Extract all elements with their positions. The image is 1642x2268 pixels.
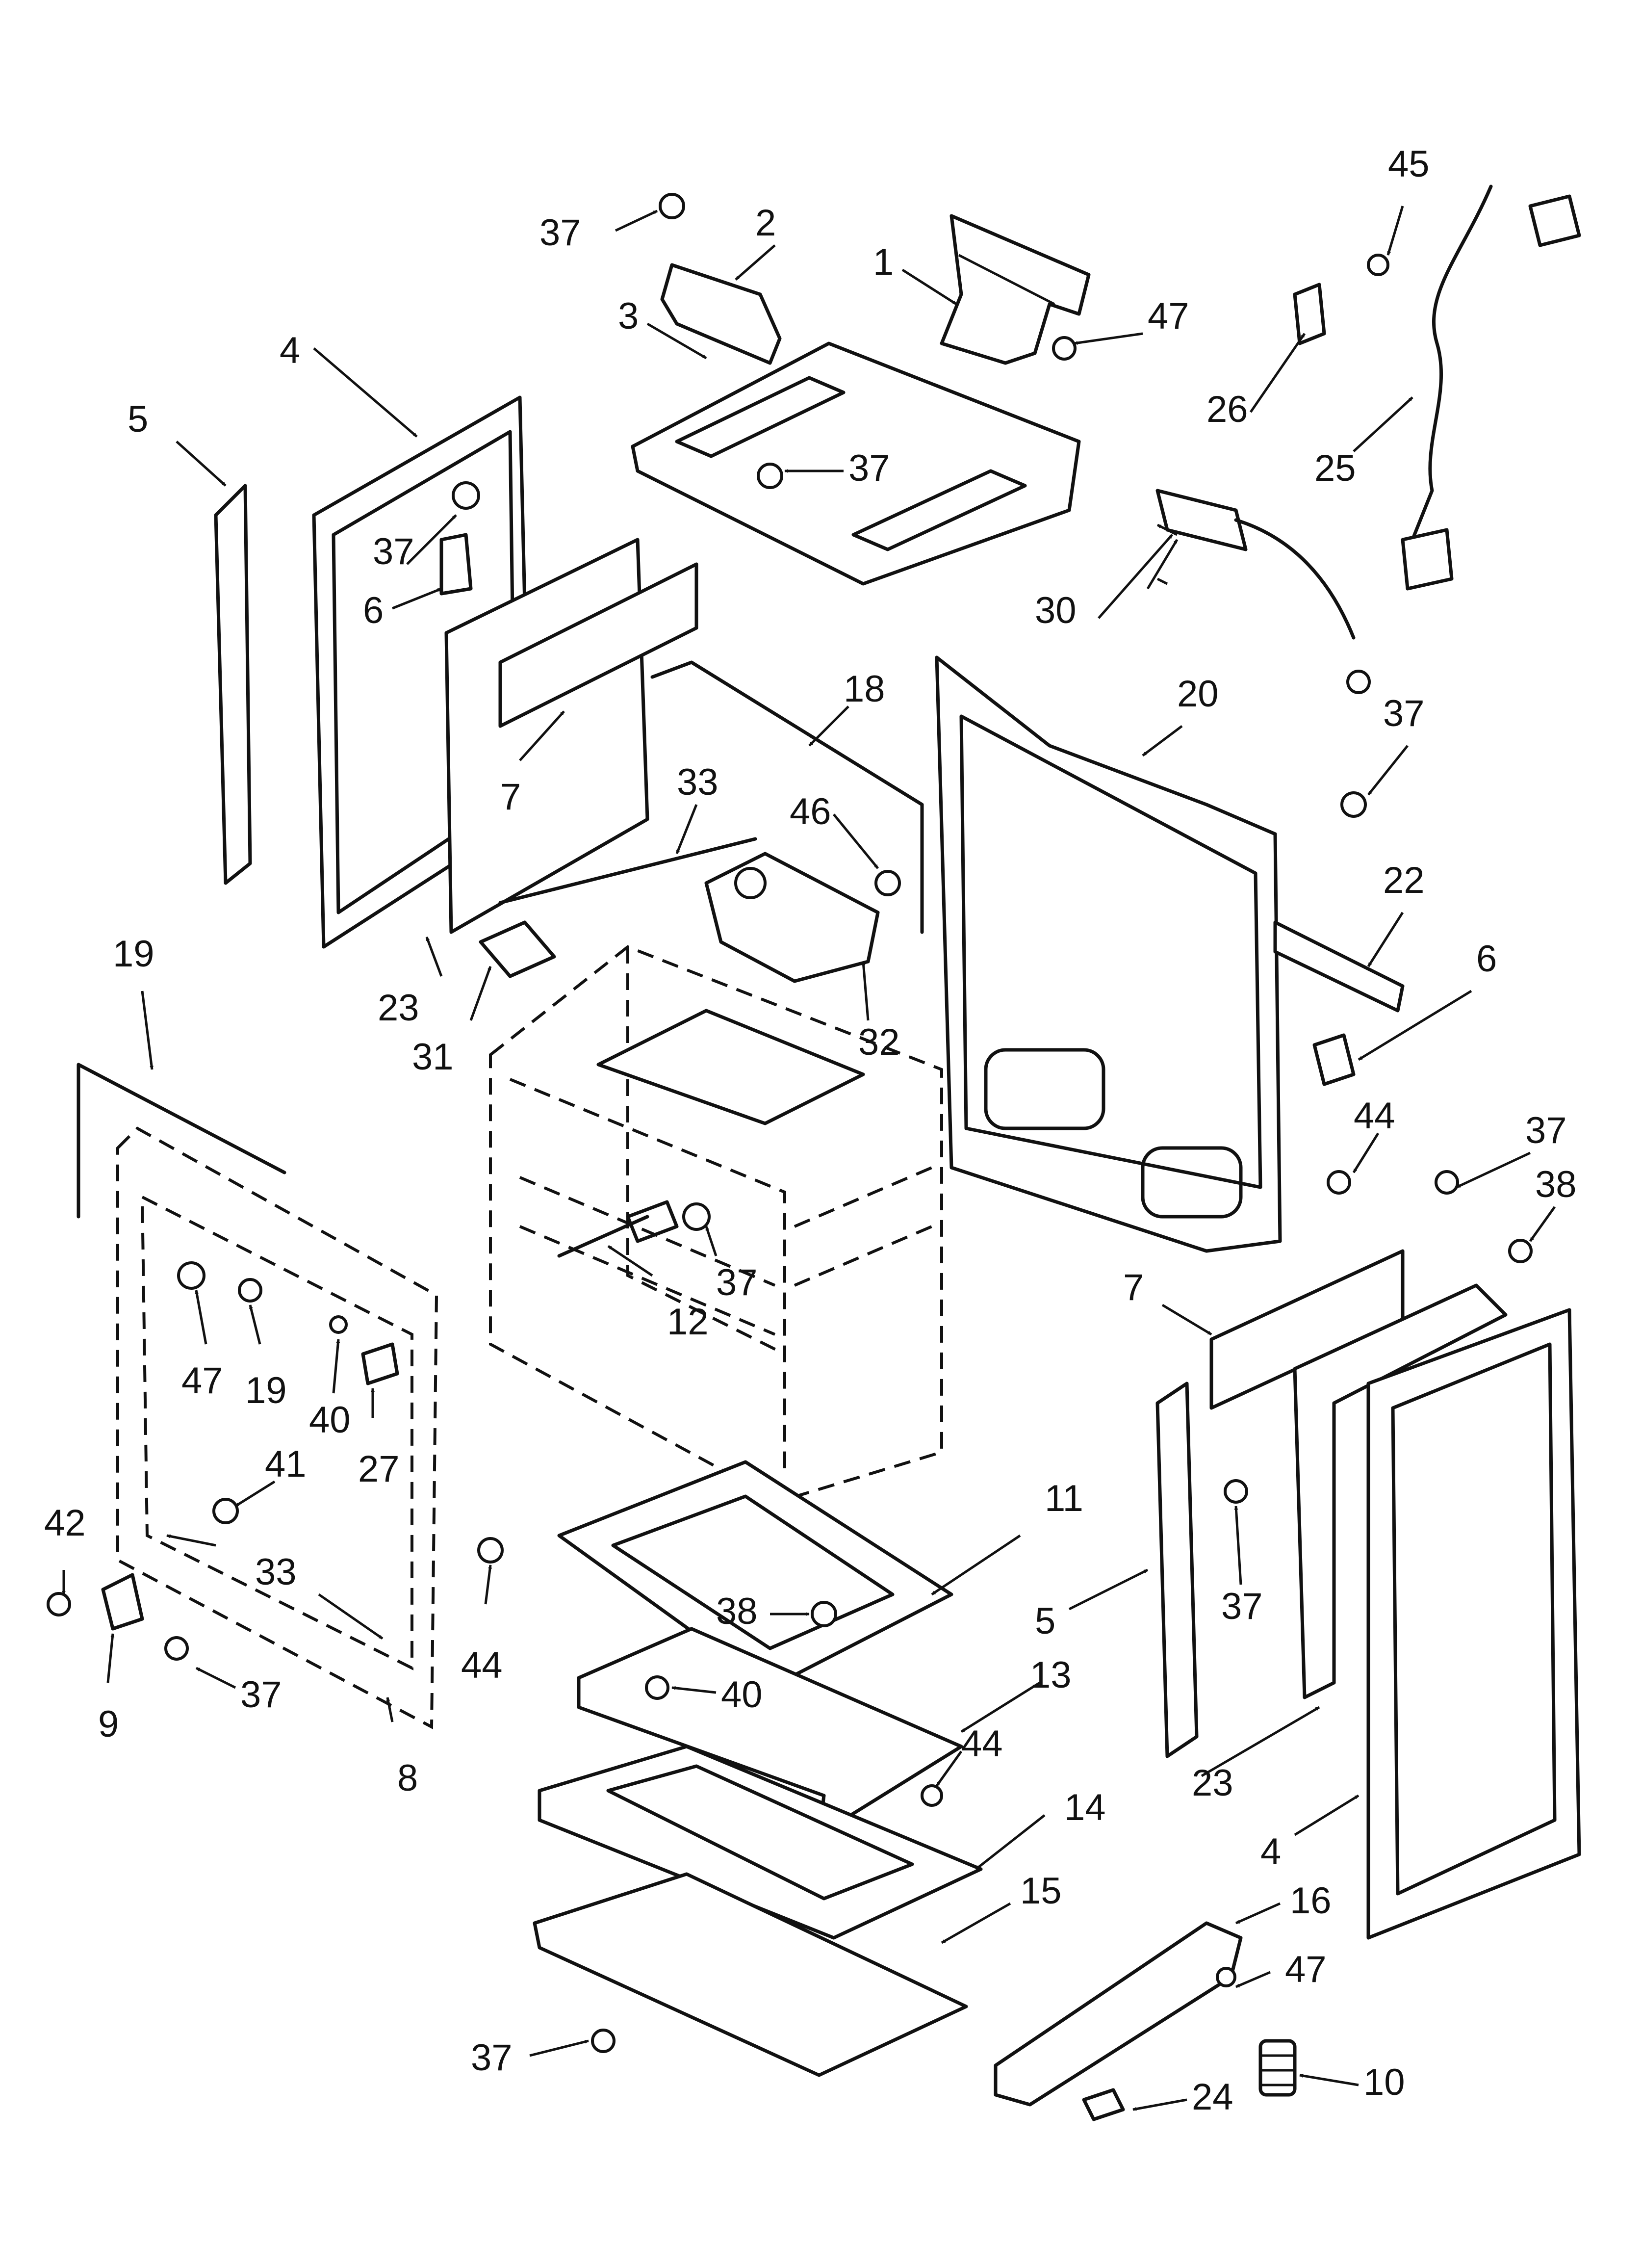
- callout-6: 6: [363, 590, 384, 631]
- part-top-panel: [631, 341, 1081, 586]
- part-clip: [479, 920, 556, 978]
- callout-28: 30: [1035, 590, 1077, 631]
- callout-24: 24: [1192, 2076, 1233, 2118]
- callout-4: 4: [1260, 1831, 1281, 1873]
- callout-26: 26: [1206, 389, 1248, 430]
- callout-44: 44: [461, 1644, 503, 1686]
- part-insulation-left: [444, 538, 698, 934]
- part-power-cord: [1401, 184, 1581, 591]
- callout-45: 47: [1148, 295, 1189, 337]
- part-rail-right: [1155, 1382, 1199, 1758]
- callout-40: 40: [309, 1399, 351, 1441]
- part-wire-harness: [1155, 489, 1371, 694]
- callout-4: 4: [280, 330, 300, 371]
- callout-37: 37: [471, 2037, 513, 2079]
- callout-46: 45: [1388, 143, 1430, 185]
- callout-8: 8: [397, 1757, 418, 1799]
- callout-13: 13: [1030, 1654, 1072, 1696]
- part-back-panel: [935, 655, 1282, 1253]
- part-bracket-6-left: [439, 533, 473, 596]
- callout-37: 37: [848, 447, 890, 489]
- part-door-assembly: [116, 1126, 438, 1729]
- part-bracket-6-right: [1312, 1033, 1356, 1086]
- callout-18: 18: [844, 668, 885, 710]
- callout-42: 42: [44, 1502, 86, 1544]
- callout-7: 7: [500, 776, 521, 818]
- callout-44: 44: [1354, 1095, 1395, 1137]
- callout-15: 15: [1020, 1870, 1062, 1912]
- part-sensor: [557, 1200, 679, 1258]
- callout-16: 16: [1290, 1880, 1332, 1922]
- part-vent-duct: [940, 214, 1091, 365]
- part-rod: [498, 837, 757, 905]
- callout-37: 37: [373, 531, 414, 573]
- callout-23: 23: [1192, 1762, 1233, 1804]
- callout-37: 37: [716, 1262, 758, 1303]
- callout-47: 46: [790, 791, 831, 833]
- callout-40: 40: [721, 1674, 763, 1716]
- part-rail-22: [1273, 920, 1405, 1013]
- callout-33: 33: [255, 1551, 297, 1593]
- callout-45: 47: [181, 1360, 223, 1402]
- callout-labels: 37 2 1 47 3 4 5 37 37 6 7 18 33 46 23 31…: [44, 143, 1577, 2118]
- callout-2: 2: [755, 202, 776, 244]
- callout-30: 31: [412, 1036, 454, 1078]
- callout-21: 19: [113, 933, 154, 975]
- callout-44: 44: [961, 1723, 1003, 1765]
- callout-45: 47: [1285, 1949, 1327, 1990]
- callout-19: 19: [245, 1370, 287, 1411]
- callout-22: 22: [1383, 860, 1425, 901]
- part-clip-24: [1082, 2088, 1125, 2121]
- callout-41: 41: [265, 1443, 307, 1485]
- callout-5: 5: [1035, 1600, 1055, 1642]
- callout-11: 11: [1045, 1478, 1083, 1519]
- part-rail-left: [214, 484, 252, 885]
- callout-38: 38: [716, 1590, 758, 1632]
- callout-37: 37: [1383, 693, 1425, 734]
- part-door-gasket: [77, 1063, 286, 1219]
- part-bottom-panel: [533, 1872, 968, 2077]
- callout-23: 23: [378, 987, 419, 1029]
- callout-37: 37: [1221, 1586, 1263, 1627]
- callout-3: 3: [618, 295, 639, 337]
- callout-1: 1: [873, 241, 894, 283]
- callout-31: 33: [677, 761, 718, 803]
- part-broiler-pan: [557, 1460, 953, 1690]
- part-bracket-2: [660, 263, 782, 365]
- callout-5: 5: [128, 398, 148, 440]
- part-valve-assembly: [704, 852, 880, 983]
- callout-25: 25: [1314, 447, 1356, 489]
- callout-27: 27: [358, 1448, 400, 1490]
- part-inner-panel-right: [1293, 1283, 1508, 1699]
- callout-6: 6: [1476, 938, 1497, 980]
- screws: [47, 193, 1533, 2053]
- callout-7: 7: [1123, 1267, 1144, 1308]
- part-hinge: [101, 1573, 144, 1631]
- callout-14: 14: [1064, 1787, 1106, 1828]
- callout-37: 37: [1525, 1110, 1567, 1151]
- part-side-panel-right: [1366, 1308, 1581, 1940]
- callout-37: 37: [539, 212, 581, 254]
- part-leveling-leg: [1258, 2039, 1297, 2097]
- part-latch: [361, 1342, 399, 1385]
- part-oven-cavity: [489, 945, 943, 1503]
- callout-20: 20: [1177, 673, 1219, 715]
- callout-32: 32: [858, 1021, 900, 1063]
- part-clamp: [1293, 283, 1326, 345]
- callout-37: 37: [240, 1674, 282, 1716]
- part-gasket: [650, 660, 924, 934]
- part-drawer-tray: [538, 1745, 983, 1940]
- callout-10: 10: [1363, 2061, 1405, 2103]
- callout-9: 9: [98, 1703, 119, 1745]
- callout-12: 12: [667, 1301, 709, 1343]
- callout-leaders: [62, 206, 1556, 2111]
- callout-39: 38: [1535, 1164, 1577, 1205]
